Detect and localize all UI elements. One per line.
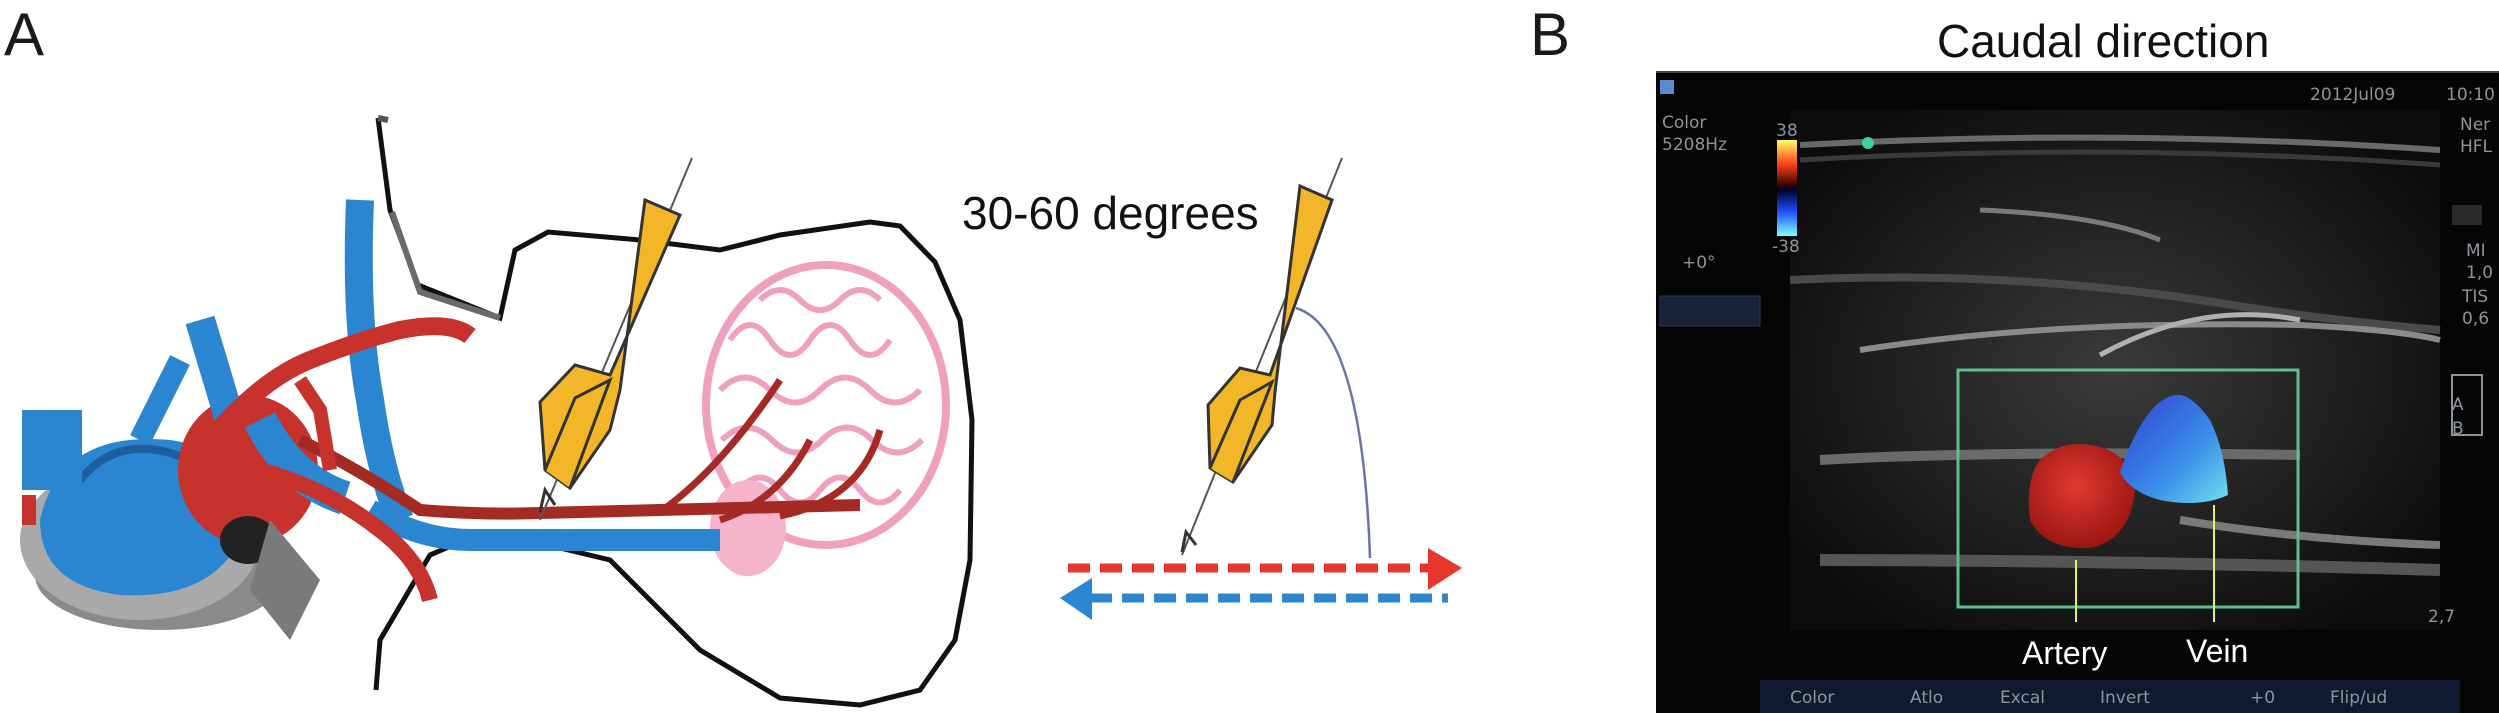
us-marker-b: B <box>2452 419 2464 439</box>
angle-label: 30-60 degrees <box>962 187 1259 239</box>
us-steer: +0° <box>1682 253 1716 273</box>
color-doppler-roi <box>1956 368 2300 609</box>
probe-neck <box>538 157 693 521</box>
us-time: 10:10 <box>2446 85 2495 105</box>
us-menu-3: Invert <box>2100 688 2150 708</box>
us-date: 2012Jul09 <box>2310 85 2395 105</box>
us-menu-0: Color <box>1790 688 1834 708</box>
us-scale-bottom: -38 <box>1772 237 1800 257</box>
arterial-flow-arrow <box>1068 548 1462 590</box>
us-menu-2: Excal <box>2000 688 2045 708</box>
us-param-2: MI <box>2466 241 2486 261</box>
venous-flow-arrow <box>1060 578 1448 620</box>
arteries <box>203 317 884 603</box>
ultrasound-image <box>1656 71 2499 713</box>
angle-schematic <box>1060 157 1462 620</box>
us-param-4: TIS <box>2461 287 2488 307</box>
us-scale-top: 38 <box>1776 121 1798 141</box>
panel-b-letter: B <box>1530 1 1571 68</box>
panel-b-title: Caudal direction <box>1937 15 2270 67</box>
us-marker-a: A <box>2452 395 2464 415</box>
us-mode-line2: 5208Hz <box>1662 135 1727 155</box>
panel-a-letter: A <box>4 1 45 68</box>
anatomy-diagram <box>20 115 975 708</box>
us-mode-line1: Color <box>1662 113 1706 133</box>
us-param-0: Ner <box>2460 115 2490 135</box>
neck-line <box>377 115 389 123</box>
artery-label: Artery <box>2022 635 2107 671</box>
vein-label: Vein <box>2186 633 2248 669</box>
us-menu-5: Flip/ud <box>2330 688 2387 708</box>
vein-doppler <box>2120 394 2228 504</box>
velocity-scale <box>1777 140 1797 236</box>
artery-doppler <box>2028 444 2135 549</box>
us-menu-4: +0 <box>2250 688 2275 708</box>
brain <box>702 261 950 576</box>
us-param-5: 0,6 <box>2462 309 2489 329</box>
us-param-1: HFL <box>2460 137 2493 157</box>
us-param-3: 1,0 <box>2466 263 2493 283</box>
us-depth: 2,7 <box>2428 607 2455 627</box>
us-menu-1: Atlo <box>1910 688 1943 708</box>
cerebellum <box>710 480 786 576</box>
shoulder-outline <box>389 211 501 321</box>
angle-arc <box>1295 306 1372 559</box>
